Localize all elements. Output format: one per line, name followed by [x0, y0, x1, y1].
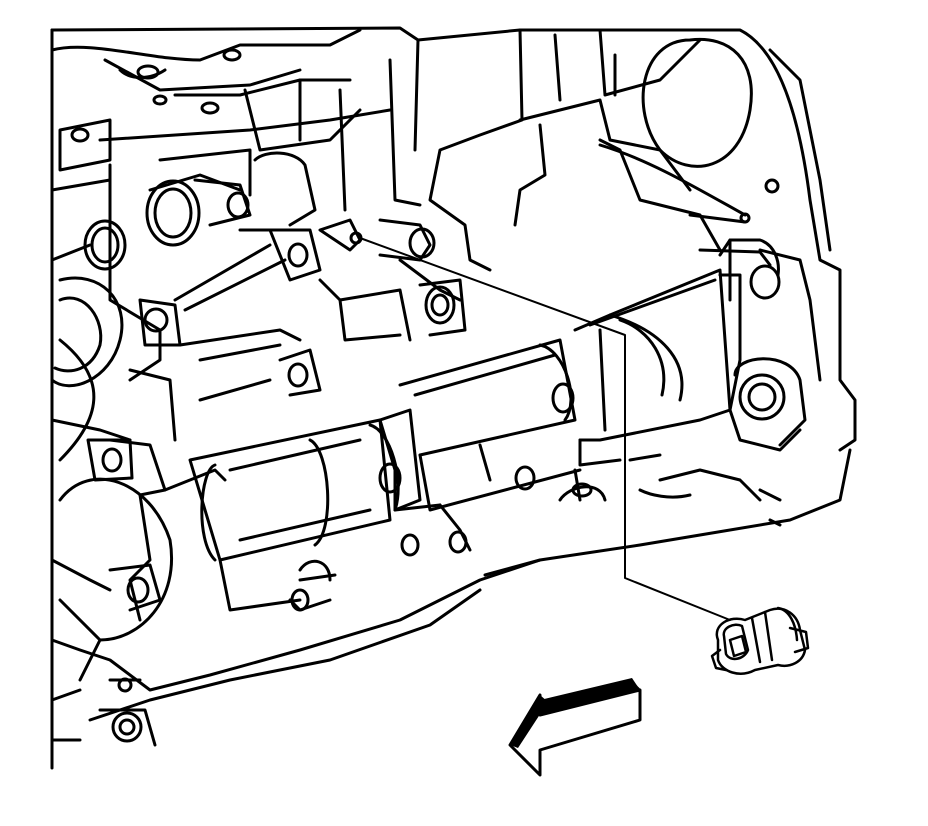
mounting-bosses — [83, 173, 467, 402]
crankshaft-bore-icon — [188, 268, 807, 612]
callout-leader-line — [359, 237, 731, 621]
knock-sensor-icon — [710, 606, 810, 675]
front-direction-arrow-icon — [508, 678, 642, 777]
engine-block-icon — [50, 26, 857, 770]
